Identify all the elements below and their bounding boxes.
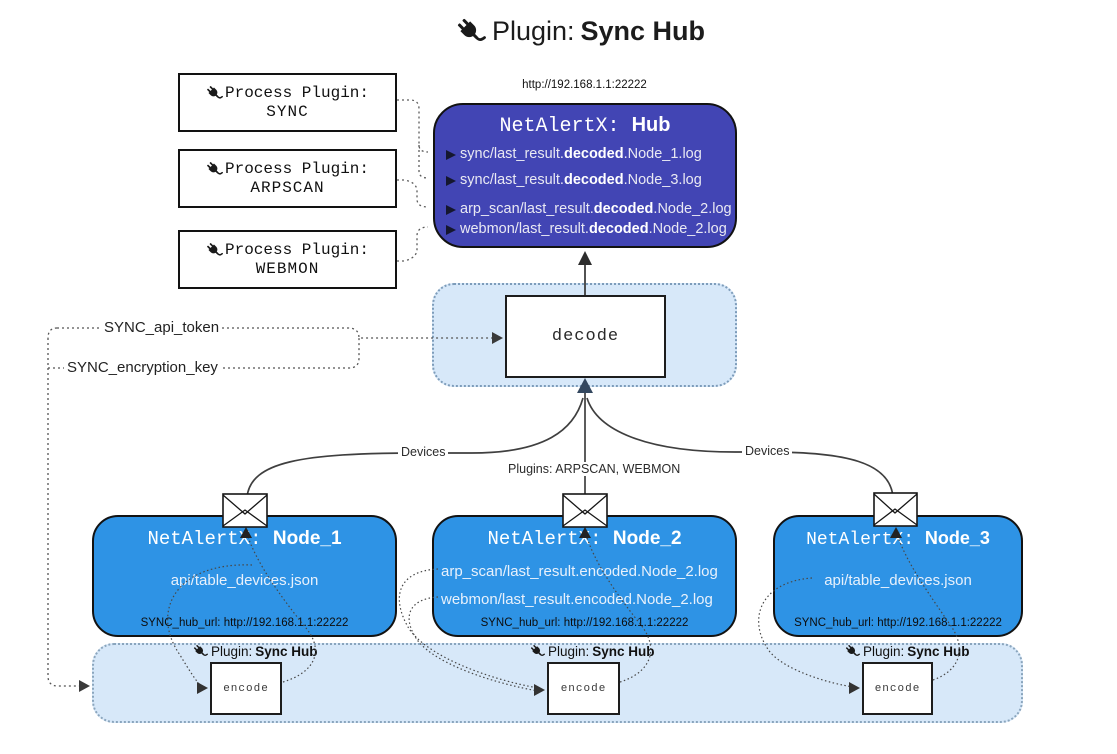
devices-right-curve bbox=[586, 397, 894, 498]
page-title: Plugin: Sync Hub bbox=[22, 16, 1117, 47]
hub-title: NetAlertX: Hub bbox=[435, 114, 735, 138]
hub-title-prefix: NetAlertX: bbox=[499, 115, 620, 138]
encode-plugin-label-2: Plugin: Sync Hub bbox=[530, 644, 655, 659]
arrow-right-icon bbox=[446, 225, 456, 235]
node-hub-url: SYNC_hub_url: http://192.168.1.1:22222 bbox=[480, 617, 689, 629]
decode-label: decode bbox=[551, 327, 620, 346]
plug-icon bbox=[845, 644, 860, 659]
process-plugin-box-webmon: Process Plugin: WEBMON bbox=[178, 230, 397, 289]
node-file: api/table_devices.json bbox=[824, 572, 972, 589]
plugin-to-hub-dotted-links bbox=[397, 99, 429, 262]
hub-log-line: webmon/last_result.decoded.Node_2.log bbox=[446, 221, 729, 239]
node-hub-url: SYNC_hub_url: http://192.168.1.1:22222 bbox=[140, 617, 349, 629]
sync-encryption-key-label: SYNC_encryption_key bbox=[64, 359, 221, 376]
hub-log-line: sync/last_result.decoded.Node_3.log bbox=[446, 172, 729, 190]
edge-label-devices-right: Devices bbox=[742, 444, 793, 458]
process-plugin-name: SYNC bbox=[266, 103, 309, 121]
arrow-right-icon bbox=[446, 176, 456, 186]
process-plugin-label: Process Plugin: bbox=[224, 241, 370, 259]
plug-icon bbox=[193, 644, 208, 659]
process-plugin-box-sync: Process Plugin: SYNC bbox=[178, 73, 397, 132]
encode-plugin-label-3: Plugin: Sync Hub bbox=[845, 644, 970, 659]
node-box-node1: NetAlertX: Node_1 api/table_devices.json… bbox=[92, 515, 397, 637]
title-name: Sync Hub bbox=[580, 16, 706, 46]
sync-api-token-label: SYNC_api_token bbox=[101, 319, 223, 336]
node-hub-url: SYNC_hub_url: http://192.168.1.1:22222 bbox=[794, 617, 1002, 629]
hub-log-line: sync/last_result.decoded.Node_1.log bbox=[446, 146, 729, 164]
edge-label-devices-left: Devices bbox=[398, 445, 449, 459]
node-title: NetAlertX: Node_1 bbox=[147, 528, 342, 550]
plug-icon bbox=[206, 161, 223, 178]
process-plugin-name: ARPSCAN bbox=[250, 179, 325, 197]
plug-icon bbox=[206, 242, 223, 259]
plug-icon bbox=[206, 85, 223, 102]
hub-box: NetAlertX: Hub sync/last_result.decoded.… bbox=[433, 103, 737, 248]
arrow-right-icon bbox=[446, 205, 456, 215]
plug-icon bbox=[530, 644, 545, 659]
process-plugin-box-arpscan: Process Plugin: ARPSCAN bbox=[178, 149, 397, 208]
node-box-node2: NetAlertX: Node_2 arp_scan/last_result.e… bbox=[432, 515, 737, 637]
encode-box-1: encode bbox=[210, 662, 282, 715]
arrow-right-icon bbox=[79, 680, 90, 692]
encode-plugin-label-1: Plugin: Sync Hub bbox=[193, 644, 318, 659]
arrow-up-icon bbox=[578, 251, 592, 265]
title-prefix: Plugin: bbox=[491, 16, 575, 46]
node-title: NetAlertX: Node_3 bbox=[806, 528, 990, 550]
plug-icon bbox=[456, 17, 486, 47]
hub-log-line: arp_scan/last_result.decoded.Node_2.log bbox=[446, 201, 732, 219]
node-file: webmon/last_result.encoded.Node_2.log bbox=[441, 591, 713, 608]
process-plugin-label: Process Plugin: bbox=[224, 84, 370, 102]
node-box-node3: NetAlertX: Node_3 api/table_devices.json… bbox=[773, 515, 1023, 637]
decode-box: decode bbox=[505, 295, 666, 378]
hub-url-label: http://192.168.1.1:22222 bbox=[522, 79, 647, 91]
process-plugin-name: WEBMON bbox=[255, 260, 320, 278]
encode-box-3: encode bbox=[862, 662, 933, 715]
process-plugin-label: Process Plugin: bbox=[224, 160, 370, 178]
node-file: arp_scan/last_result.encoded.Node_2.log bbox=[441, 563, 718, 580]
node-title: NetAlertX: Node_2 bbox=[487, 528, 682, 550]
edge-label-plugins: Plugins: ARPSCAN, WEBMON bbox=[505, 462, 684, 476]
encode-box-2: encode bbox=[547, 662, 620, 715]
hub-title-name: Hub bbox=[631, 114, 671, 136]
arrow-right-icon bbox=[446, 150, 456, 160]
node-file: api/table_devices.json bbox=[170, 572, 319, 589]
